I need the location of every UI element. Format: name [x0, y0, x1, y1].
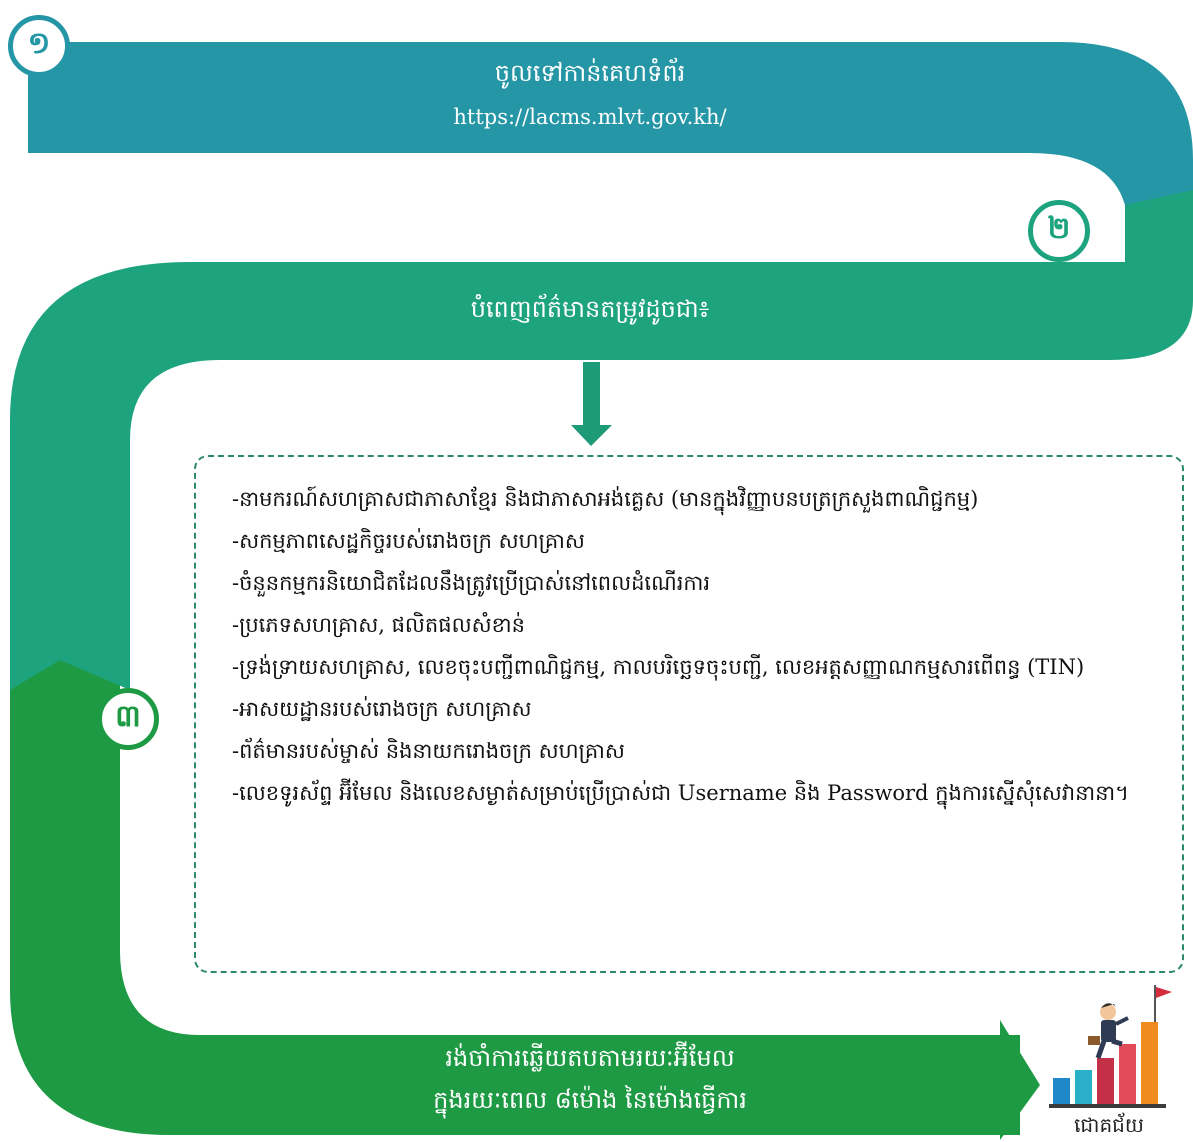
success-chart-icon	[1049, 985, 1172, 1108]
list-item: -លេខទូរស័ព្ទ អ៊ីមែល និងលេខសម្ងាត់សម្រាប់…	[232, 781, 1129, 805]
step2-number-badge: ២	[1028, 200, 1090, 262]
down-arrow-head	[571, 425, 612, 446]
step1-title: ចូលទៅកាន់គេហទំព័រ	[494, 59, 686, 87]
step1-number-badge: ១	[8, 15, 70, 77]
list-item: -ប្រភេទសហគ្រាស, ផលិតផលសំខាន់	[232, 613, 525, 637]
step3-title-line1: រង់ចាំការឆ្លើយតបតាមរយៈអ៊ីមែល	[445, 1044, 735, 1072]
step2-title: បំពេញព័ត៌មានតម្រូវដូចជា៖	[470, 295, 710, 323]
list-item: -នាមករណ៍សហគ្រាសជាភាសាខ្មែរ និងជាភាសាអង់គ…	[232, 487, 979, 511]
list-item: -ចំនួនកម្មករនិយោជិតដែលនឹងត្រូវប្រើប្រាស់…	[232, 571, 711, 595]
step3-arrowhead	[1000, 1020, 1040, 1140]
list-item: -ទ្រង់ទ្រាយសហគ្រាស, លេខចុះបញ្ជីពាណិជ្ជកម…	[232, 655, 1085, 679]
requirements-box	[194, 455, 1184, 973]
list-item: -ព័ត៌មានរបស់ម្ចាស់ និងនាយករោងចក្រ សហគ្រា…	[232, 739, 625, 763]
step2-band	[10, 175, 1193, 690]
step3-number-badge: ៣	[97, 688, 159, 750]
requirements-list: -នាមករណ៍សហគ្រាសជាភាសាខ្មែរ និងជាភាសាអង់គ…	[232, 478, 1177, 814]
down-arrow-shaft	[583, 362, 600, 430]
list-item: -សកម្មភាពសេដ្ឋកិច្ចរបស់រោងចក្រ សហគ្រាស	[232, 529, 585, 553]
step1-band	[28, 42, 1193, 205]
step3-number: ៣	[115, 699, 141, 734]
step1-url[interactable]: https://lacms.mlvt.gov.kh/	[453, 105, 727, 129]
step3-title-line2: ក្នុងរយៈពេល ៨ម៉ោង នៃម៉ោងធ្វើការ	[433, 1086, 747, 1114]
list-item: -អាសយដ្ឋានរបស់រោងចក្រ សហគ្រាស	[232, 697, 532, 721]
success-label: ជោគជ័យ	[1074, 1113, 1144, 1137]
step1-number: ១	[27, 26, 51, 61]
step2-number: ២	[1047, 211, 1071, 246]
